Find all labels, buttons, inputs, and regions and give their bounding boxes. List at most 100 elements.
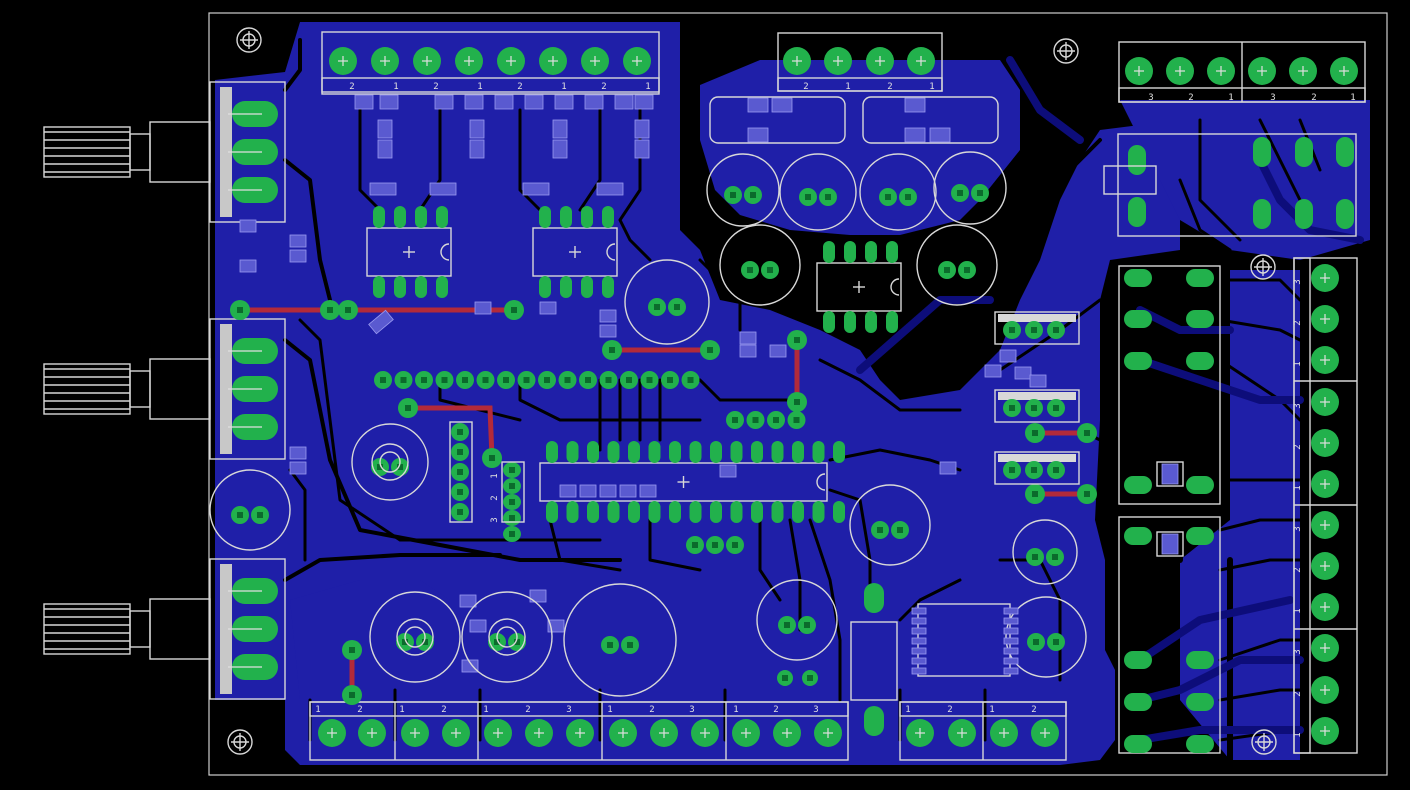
relay-pad (1128, 145, 1146, 175)
ic-pin (844, 241, 856, 263)
relay-pad (1186, 269, 1214, 287)
ic-smd-pin (1003, 637, 1019, 645)
pad-drill (825, 194, 831, 200)
terminal-pin-label: 1 (1293, 608, 1303, 613)
terminal-pin-label: 1 (1293, 361, 1303, 366)
top-header-pads (329, 47, 651, 75)
relay-pad (1253, 199, 1271, 229)
pad-drill (1052, 554, 1058, 560)
capacitor (563, 583, 677, 697)
ic-pin (730, 501, 743, 523)
smd-part (289, 461, 307, 475)
trimmer-dial (396, 618, 434, 656)
pad-drill (400, 377, 407, 383)
relay-pad (1336, 199, 1354, 229)
smd-part (289, 234, 307, 248)
ic-notch (890, 278, 900, 296)
cap-outline (369, 591, 461, 683)
pad-drill (905, 194, 911, 200)
smd-cap (464, 94, 484, 110)
cap-outline (859, 153, 937, 231)
pad-drill (397, 464, 403, 470)
pad-drill (784, 622, 790, 628)
capacitor (779, 153, 857, 231)
smd-diode (522, 182, 550, 196)
relay-pad (1124, 527, 1152, 545)
ic-outline (366, 227, 452, 277)
cap-outline (1012, 519, 1078, 585)
cap-outline (563, 583, 677, 697)
pad-drill (349, 692, 355, 698)
ic-pin (436, 206, 448, 228)
relay-pad (1295, 137, 1313, 167)
smd-part (559, 484, 577, 498)
smd-cap-block (709, 96, 846, 144)
relay-right-upper (1118, 265, 1221, 505)
pad-drill (687, 377, 694, 383)
ic-pin (373, 276, 385, 298)
ic-pin (833, 441, 845, 463)
pad-drill (607, 642, 613, 648)
ic-pin (710, 441, 722, 463)
smd-rotated (368, 309, 394, 335)
relay-top-right (1103, 133, 1357, 237)
smd-part (719, 464, 737, 478)
smd-part (289, 249, 307, 263)
smd-part (599, 324, 617, 338)
board-outline (208, 12, 1388, 776)
ic-smd-pin (911, 657, 927, 665)
cap-outline (209, 469, 291, 551)
header-pin-label: 1 (645, 82, 650, 92)
cap-outline (624, 259, 710, 345)
ic-pin (394, 276, 406, 298)
ic-pin (602, 276, 614, 298)
pad-drill (1084, 430, 1090, 436)
copper-pour-top-mid (700, 60, 1020, 235)
ic-pin (812, 441, 825, 463)
header-pin-label: 1 (1228, 93, 1233, 103)
pad-drill (609, 347, 615, 353)
pot-shaft (43, 126, 131, 178)
pad-drill (509, 499, 515, 505)
relay-pad (1186, 651, 1214, 669)
relay-pad (1295, 199, 1313, 229)
smd-part (639, 484, 657, 498)
smd-resistor (552, 139, 568, 159)
smd-part (461, 659, 479, 673)
ic-smd-pin (1003, 667, 1019, 675)
capacitor (756, 579, 838, 661)
pad-drill (805, 194, 811, 200)
top-header-block (321, 31, 660, 95)
capacitor (933, 151, 1007, 225)
smd-resistor (634, 119, 650, 139)
pad-drill (605, 377, 612, 383)
pad-drill (441, 377, 448, 383)
smd-part (599, 484, 617, 498)
pad-drill (712, 542, 718, 548)
pad-drill (674, 304, 680, 310)
terminal-pin-label: 1 (607, 705, 612, 715)
pad-drill (897, 527, 903, 533)
pad-drill (944, 267, 950, 273)
smd-diode (369, 182, 397, 196)
smd-part (769, 344, 787, 358)
terminal-pin-label: 3 (1293, 279, 1303, 284)
pad-drill (380, 377, 386, 383)
diode-pad (864, 583, 884, 613)
terminal-pin-label: 2 (441, 705, 446, 715)
potentiometer-2 (43, 318, 286, 460)
right-terminal-pads (1311, 264, 1339, 745)
jumper-labels: 123 (490, 473, 500, 522)
smd-cap (554, 94, 574, 110)
pin-header-rows (374, 371, 806, 554)
ic-main-processor (539, 441, 845, 523)
smd-cap (634, 94, 654, 110)
terminal-pin-label: 1 (399, 705, 404, 715)
header-pin-label: 3 (1148, 93, 1153, 103)
diode-pad (864, 706, 884, 736)
pad-drill (544, 377, 550, 383)
pad-drill (767, 267, 773, 273)
terminal-pin-label: 2 (1293, 691, 1303, 696)
ic-smd-pin (911, 607, 927, 615)
